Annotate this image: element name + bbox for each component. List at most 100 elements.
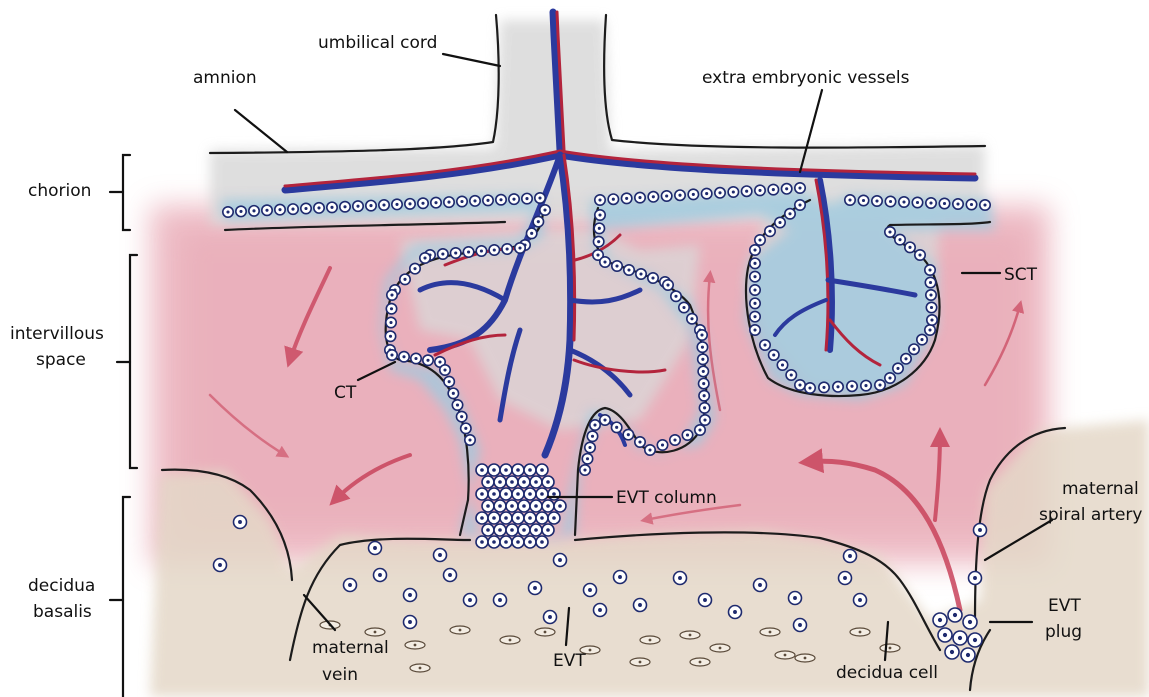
evt-column-cell-nucleus: [540, 468, 544, 472]
decidua-cell-nucleus: [649, 639, 652, 642]
decidua-cell-nucleus: [419, 667, 422, 670]
cytotrophoblast-cell-nucleus: [454, 251, 457, 254]
cytotrophoblast-cell-nucleus: [543, 208, 546, 211]
cytotrophoblast-cell-nucleus: [798, 203, 801, 206]
evt-cell-nucleus: [843, 576, 847, 580]
decidua-cell-nucleus: [639, 661, 642, 664]
cytotrophoblast-cell-nucleus: [864, 384, 867, 387]
evt-plug-cell-nucleus: [966, 653, 970, 657]
cytotrophoblast-cell-nucleus: [414, 357, 417, 360]
cytotrophoblast-cell-nucleus: [703, 406, 706, 409]
cytotrophoblast-cell-nucleus: [343, 205, 346, 208]
decidua-cell-nucleus: [784, 654, 787, 657]
evt-column-cell-nucleus: [558, 504, 562, 508]
cytotrophoblast-cell-nucleus: [916, 201, 919, 204]
evt-column-cell-nucleus: [546, 504, 550, 508]
evt-column-cell-nucleus: [528, 516, 532, 520]
cytotrophoblast-cell-nucleus: [753, 328, 756, 331]
cytotrophoblast-cell-nucleus: [705, 192, 708, 195]
evt-cell-nucleus: [373, 546, 377, 550]
evt-column-cell-nucleus: [528, 492, 532, 496]
label-evt-column: EVT column: [616, 488, 717, 508]
evt-column-cell-nucleus: [540, 492, 544, 496]
evt-cell-nucleus: [678, 576, 682, 580]
evt-column-cell-nucleus: [552, 516, 556, 520]
evt-cell-nucleus: [798, 623, 802, 627]
cytotrophoblast-cell-nucleus: [673, 438, 676, 441]
label-maternal-spiral-artery-line1: maternal: [1062, 479, 1139, 499]
cytotrophoblast-cell-nucleus: [904, 357, 907, 360]
evt-column-cell-nucleus: [492, 516, 496, 520]
cytotrophoblast-cell-nucleus: [518, 246, 521, 249]
cytotrophoblast-cell-nucleus: [862, 199, 865, 202]
evt-column-cell-nucleus: [534, 528, 538, 532]
chorion-bracket: [123, 155, 130, 230]
cytotrophoblast-cell-nucleus: [753, 248, 756, 251]
label-amnion: amnion: [193, 68, 257, 88]
cytotrophoblast-cell-nucleus: [822, 386, 825, 389]
cytotrophoblast-cell-nucleus: [356, 205, 359, 208]
evt-column-cell-nucleus: [480, 492, 484, 496]
evt-column-cell-nucleus: [540, 540, 544, 544]
cytotrophoblast-cell-nucleus: [678, 194, 681, 197]
section-brackets: [110, 155, 137, 697]
cytotrophoblast-cell-nucleus: [426, 359, 429, 362]
label-intervillous-space-line1: intervillous: [10, 324, 104, 344]
cytotrophoblast-cell-nucleus: [850, 385, 853, 388]
cytotrophoblast-cell-nucleus: [512, 198, 515, 201]
cytotrophoblast-cell-nucleus: [467, 250, 470, 253]
cytotrophoblast-cell-nucleus: [252, 209, 255, 212]
cytotrophoblast-cell-nucleus: [929, 201, 932, 204]
cytotrophoblast-cell-nucleus: [615, 426, 618, 429]
label-decidua-basalis-line2: basalis: [33, 602, 92, 622]
cytotrophoblast-cell-nucleus: [389, 335, 392, 338]
evt-cell-nucleus: [238, 520, 242, 524]
evt-column-cell-nucleus: [504, 540, 508, 544]
cytotrophoblast-cell-nucleus: [464, 427, 467, 430]
cytotrophoblast-cell-nucleus: [753, 262, 756, 265]
cytotrophoblast-cell-nucleus: [448, 380, 451, 383]
cytotrophoblast-cell-nucleus: [702, 370, 705, 373]
cytotrophoblast-cell-nucleus: [798, 383, 801, 386]
cytotrophoblast-cell-nucleus: [798, 186, 801, 189]
cytotrophoblast-cell-nucleus: [390, 353, 393, 356]
cytotrophoblast-cell-nucleus: [878, 383, 881, 386]
cytotrophoblast-cell-nucleus: [468, 438, 471, 441]
cytotrophoblast-cell-nucleus: [239, 210, 242, 213]
evt-column-cell-nucleus: [510, 480, 514, 484]
evt-plug-cell-nucleus: [973, 638, 977, 642]
evt-plug-cell-nucleus: [943, 633, 947, 637]
evt-cell-nucleus: [618, 575, 622, 579]
evt-plug-cell-nucleus: [950, 650, 954, 654]
cytotrophoblast-cell-nucleus: [382, 203, 385, 206]
label-chorion: chorion: [28, 181, 91, 201]
cytotrophoblast-cell-nucleus: [627, 268, 630, 271]
cytotrophoblast-cell-nucleus: [434, 201, 437, 204]
cytotrophoblast-cell-nucleus: [473, 199, 476, 202]
evt-column-cell-nucleus: [516, 516, 520, 520]
cytotrophoblast-cell-nucleus: [888, 376, 891, 379]
cytotrophoblast-cell-nucleus: [701, 346, 704, 349]
cytotrophoblast-cell-nucleus: [665, 194, 668, 197]
cytotrophoblast-cell-nucleus: [758, 238, 761, 241]
cytotrophoblast-cell-nucleus: [781, 363, 784, 366]
decidua-cell-nucleus: [859, 631, 862, 634]
cytotrophoblast-cell-nucleus: [441, 252, 444, 255]
cytotrophoblast-cell-nucleus: [499, 198, 502, 201]
cytotrophoblast-cell-nucleus: [278, 208, 281, 211]
cytotrophoblast-cell-nucleus: [625, 197, 628, 200]
label-maternal-spiral-artery-line2: spiral artery: [1039, 505, 1143, 525]
cytotrophoblast-cell-nucleus: [612, 198, 615, 201]
label-evt-plug-line2: plug: [1045, 622, 1082, 642]
evt-column-cell-nucleus: [486, 528, 490, 532]
evt-plug-cell-nucleus: [968, 620, 972, 624]
evt-cell-nucleus: [558, 558, 562, 562]
cytotrophoblast-cell-nucleus: [638, 196, 641, 199]
cytotrophoblast-cell-nucleus: [423, 256, 426, 259]
label-ct: CT: [334, 383, 357, 403]
decidua-cell-nucleus: [804, 657, 807, 660]
cytotrophoblast-cell-nucleus: [389, 321, 392, 324]
cytotrophoblast-cell-nucleus: [443, 368, 446, 371]
cytotrophoblast-cell-nucleus: [918, 253, 921, 256]
